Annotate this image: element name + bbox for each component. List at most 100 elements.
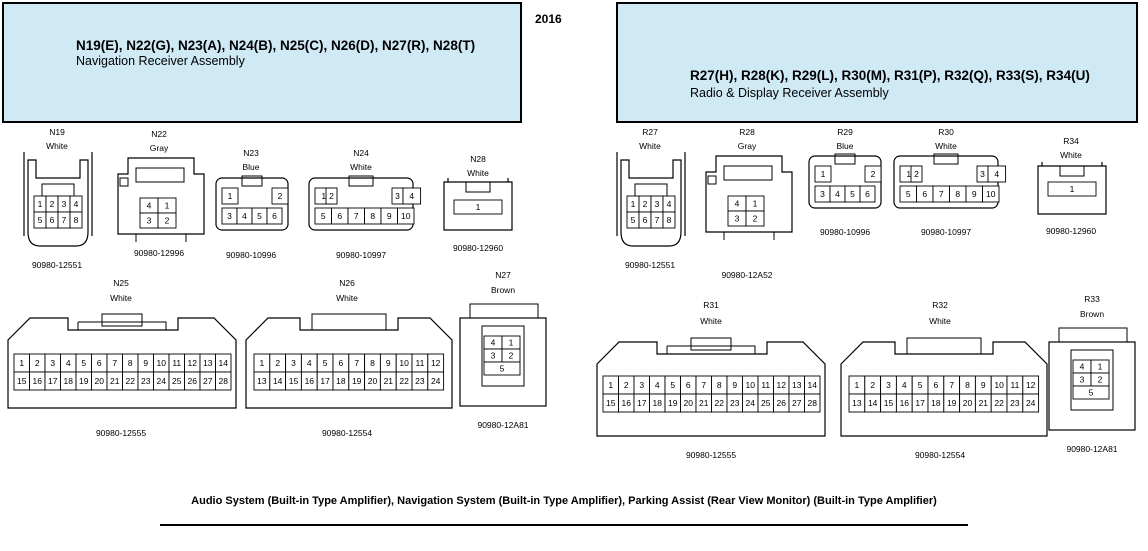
pin-number: 4 — [242, 211, 247, 221]
part-number-n25: 90980-12555 — [95, 428, 147, 438]
part-number-n23: 90980-10996 — [225, 250, 277, 260]
model-year: 2016 — [535, 12, 562, 26]
pin-number: 21 — [979, 398, 989, 408]
pin-number: 6 — [865, 189, 870, 199]
pin-number: 4 — [74, 199, 79, 209]
part-number-n28: 90980-12960 — [452, 243, 504, 253]
connector-color-r28: Gray — [737, 141, 757, 151]
pin-number: 17 — [637, 398, 647, 408]
pin-cell — [814, 165, 832, 183]
navigation-receiver-header: N19(E), N22(G), N23(A), N24(B), N25(C), … — [2, 2, 522, 123]
navigation-receiver-name: Navigation Receiver Assembly — [76, 54, 245, 68]
radio-display-receiver-connector-codes: R27(H), R28(K), R29(L), R30(M), R31(P), … — [690, 68, 1090, 83]
pin-number: 1 — [631, 199, 636, 209]
pin-number: 24 — [431, 376, 441, 386]
pin-number: 4 — [667, 199, 672, 209]
pin-number: 1 — [260, 358, 265, 368]
pin-number: 11 — [172, 358, 181, 368]
pin-number: 9 — [972, 189, 977, 199]
pin-number: 2 — [1098, 375, 1103, 385]
connector-id-r30: R30 — [938, 127, 954, 137]
pin-number: 3 — [735, 214, 740, 224]
pin-cell — [69, 211, 83, 229]
part-number-r33: 90980-12A81 — [1066, 444, 1118, 454]
pin-number: 1 — [321, 191, 326, 201]
pin-number: 5 — [38, 215, 43, 225]
pin-number: 26 — [188, 376, 198, 386]
connector-color-r32: White — [929, 316, 951, 326]
pin-number: 6 — [643, 215, 648, 225]
connector-color-n28: White — [467, 168, 489, 178]
pin-number: 8 — [74, 215, 79, 225]
connector-id-r31: R31 — [703, 300, 719, 310]
pin-number: 3 — [491, 351, 496, 361]
pin-cell — [215, 371, 232, 391]
part-number-r27: 90980-12551 — [624, 260, 676, 270]
pin-number: 5 — [918, 380, 923, 390]
pin-cell — [1072, 385, 1110, 400]
pin-number: 16 — [33, 376, 43, 386]
pin-number: 18 — [653, 398, 663, 408]
pin-number: 4 — [307, 358, 312, 368]
connector-id-n27: N27 — [495, 270, 511, 280]
pin-number: 3 — [395, 191, 400, 201]
pin-number: 5 — [670, 380, 675, 390]
pin-number: 2 — [509, 351, 514, 361]
pin-number: 5 — [81, 358, 86, 368]
pin-number: 26 — [777, 398, 787, 408]
pin-number: 4 — [147, 201, 152, 211]
pin-number: 6 — [272, 211, 277, 221]
connector-color-n25: White — [110, 293, 132, 303]
pin-number: 22 — [994, 398, 1004, 408]
pin-number: 15 — [606, 398, 616, 408]
connector-n28: 1 — [443, 178, 513, 231]
pin-number: 6 — [686, 380, 691, 390]
pin-number: 4 — [735, 199, 740, 209]
pin-number: 11 — [761, 380, 770, 390]
pin-number: 23 — [415, 376, 425, 386]
connector-id-n25: N25 — [113, 278, 129, 288]
pin-number: 19 — [79, 376, 89, 386]
pin-number: 5 — [257, 211, 262, 221]
pin-number: 7 — [949, 380, 954, 390]
pin-number: 13 — [257, 376, 267, 386]
pin-number: 4 — [902, 380, 907, 390]
connector-id-n28: N28 — [470, 154, 486, 164]
pin-number: 22 — [399, 376, 409, 386]
pin-number: 6 — [922, 189, 927, 199]
pin-cell — [483, 361, 521, 376]
connector-id-n19: N19 — [49, 127, 65, 137]
pin-number: 5 — [500, 364, 505, 374]
pin-cell — [325, 187, 338, 205]
pin-number: 1 — [38, 199, 43, 209]
pin-number: 2 — [624, 380, 629, 390]
connector-color-r34: White — [1060, 150, 1082, 160]
pin-number: 4 — [1080, 362, 1085, 372]
pin-number: 18 — [931, 398, 941, 408]
pin-number: 22 — [126, 376, 136, 386]
pin-number: 10 — [994, 380, 1004, 390]
connector-id-n24: N24 — [353, 148, 369, 158]
pin-number: 27 — [203, 376, 213, 386]
pin-number: 14 — [808, 380, 818, 390]
pin-number: 12 — [431, 358, 441, 368]
pin-number: 1 — [821, 169, 826, 179]
pin-number: 1 — [476, 202, 481, 212]
pin-number: 19 — [352, 376, 362, 386]
pin-cell — [662, 211, 676, 229]
pin-number: 4 — [409, 191, 414, 201]
pin-number: 7 — [354, 211, 359, 221]
connector-id-r33: R33 — [1084, 294, 1100, 304]
pin-number: 17 — [915, 398, 925, 408]
connector-color-r31: White — [700, 316, 722, 326]
pin-cell — [1047, 181, 1097, 197]
pin-number: 3 — [886, 380, 891, 390]
pin-cell — [453, 199, 503, 215]
part-number-n26: 90980-12554 — [321, 428, 373, 438]
pin-number: 10 — [746, 380, 756, 390]
